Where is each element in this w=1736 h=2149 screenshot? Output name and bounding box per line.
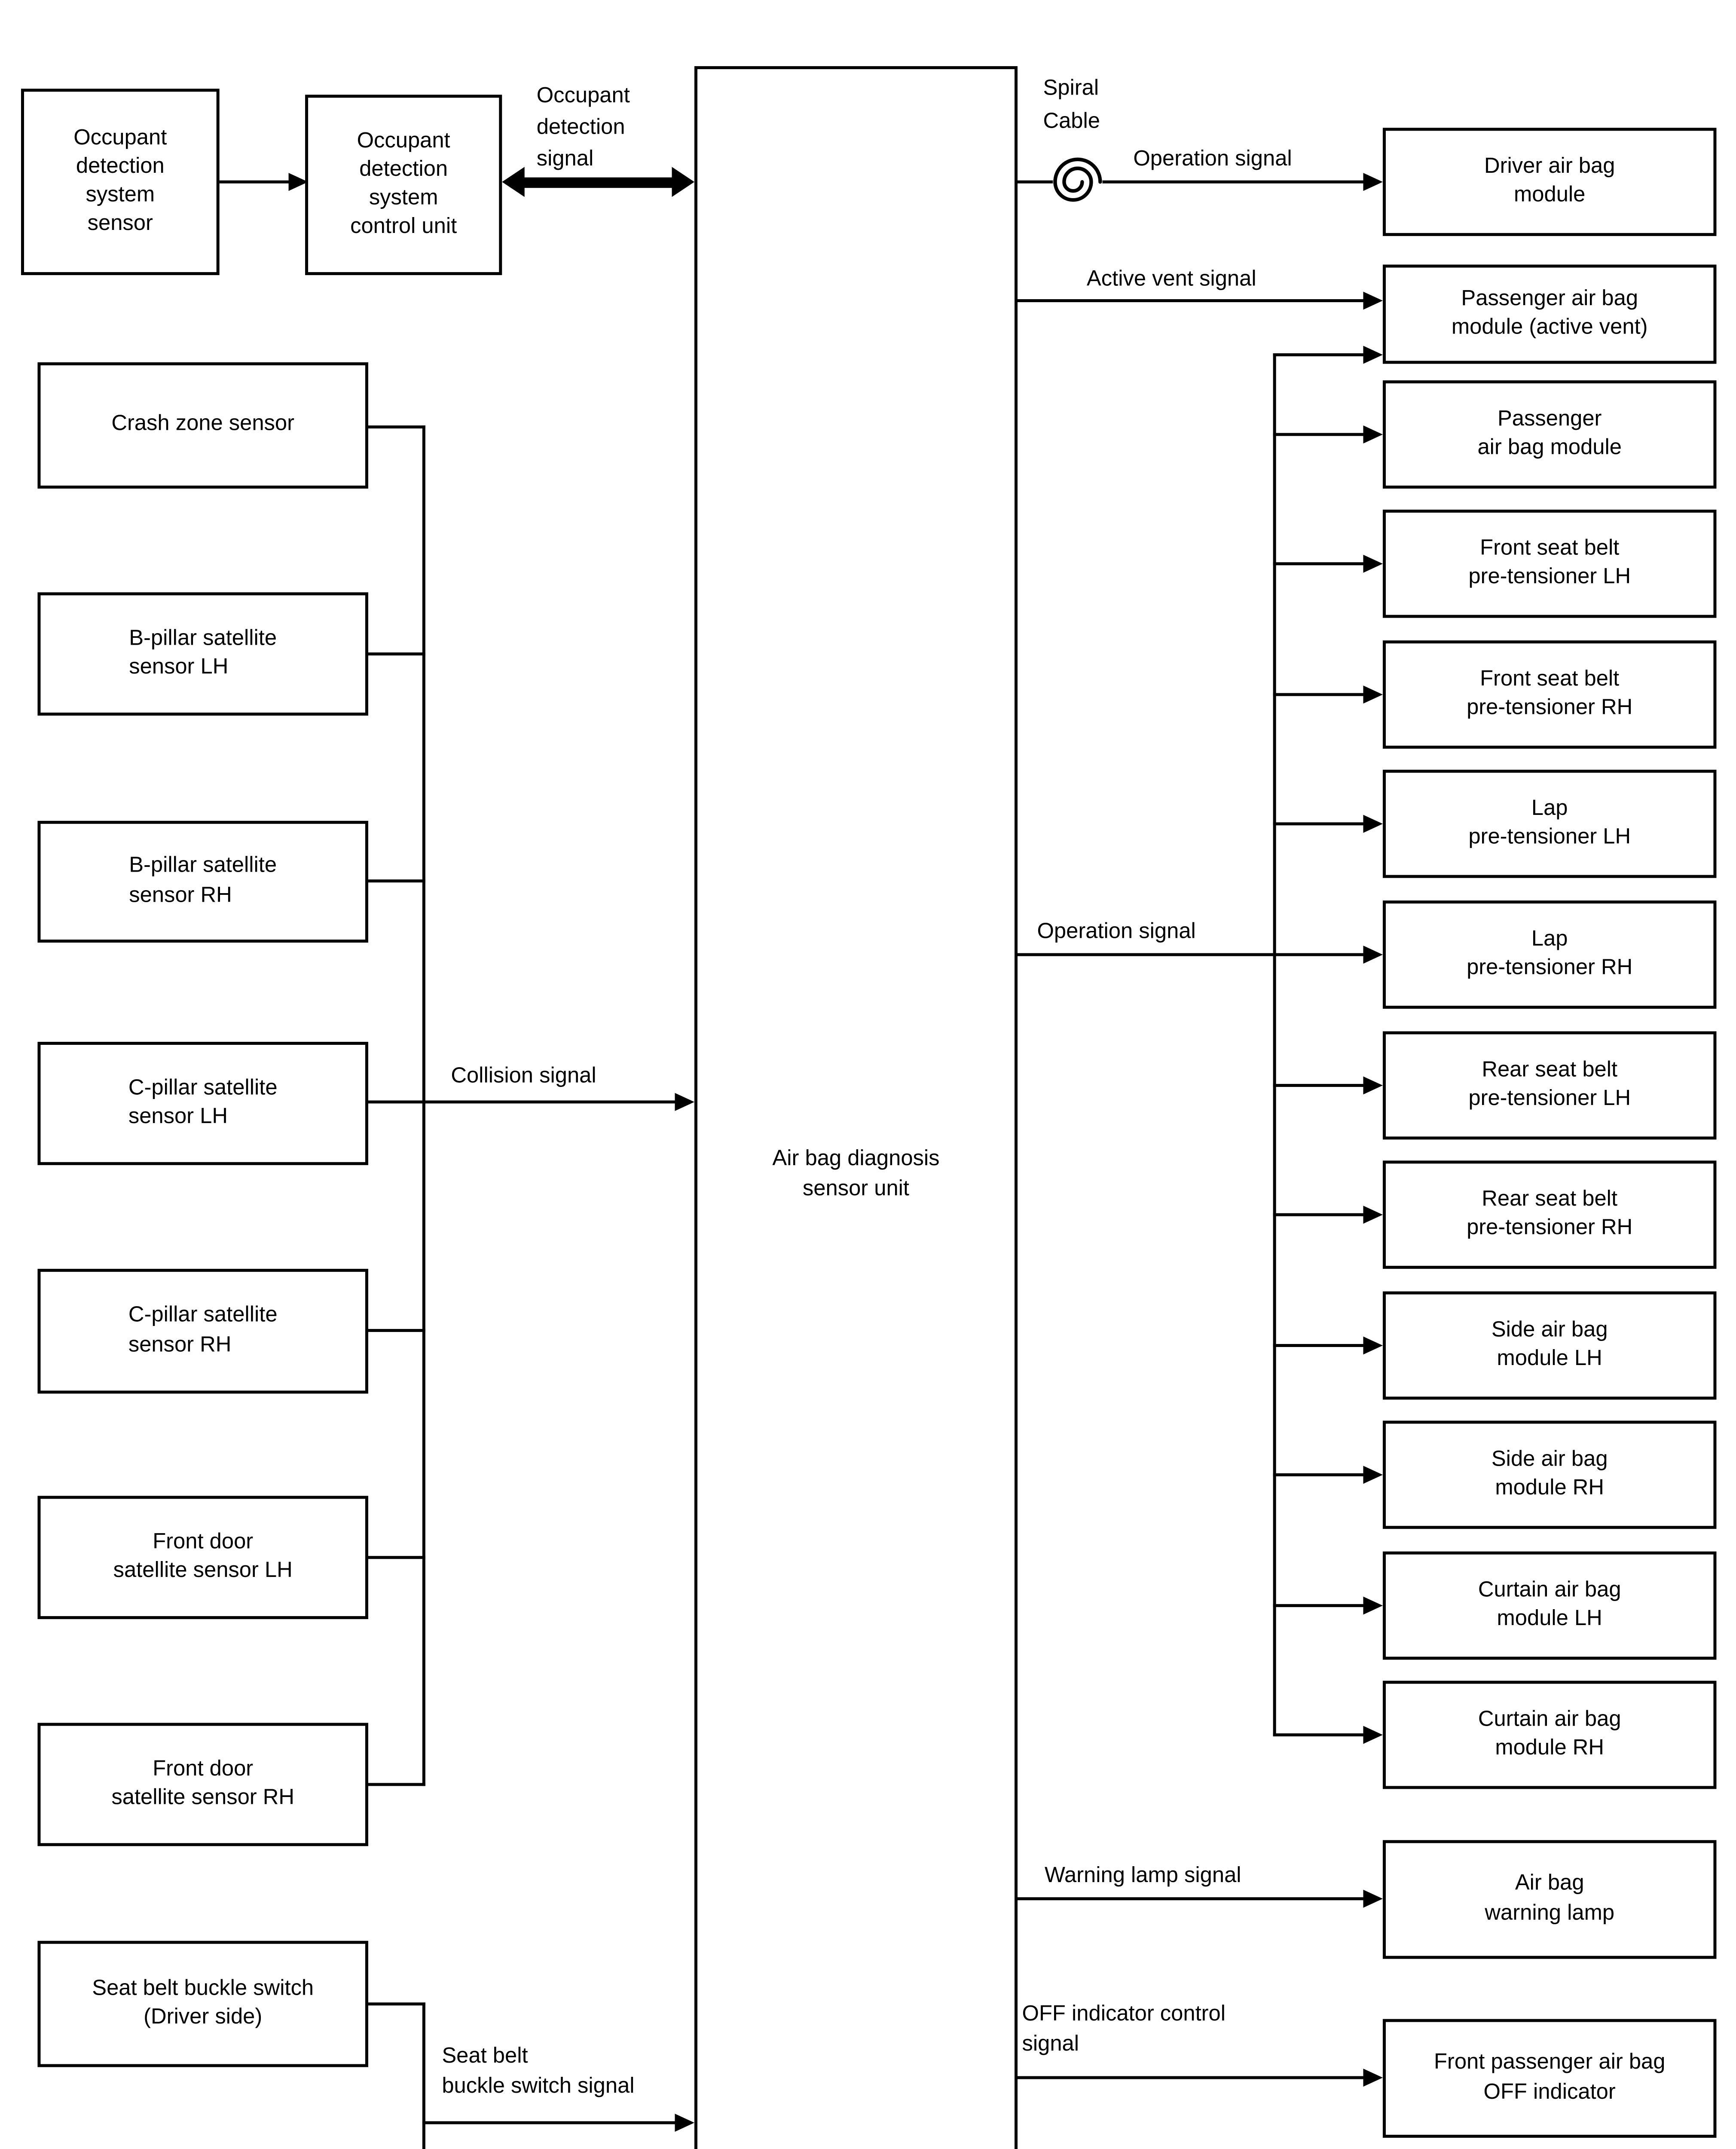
line-off-indicator-control-signal bbox=[1018, 2076, 1363, 2079]
stub-crash-zone bbox=[368, 425, 425, 429]
stub-curtain-airbag-lh bbox=[1273, 1604, 1363, 1607]
box-passenger-air-bag-module: Passenger air bag module bbox=[1382, 380, 1717, 489]
line-collision-signal-left bbox=[368, 1100, 677, 1104]
arrowhead-curtain-airbag-lh bbox=[1363, 1596, 1383, 1615]
arrowhead-active-vent-signal bbox=[1363, 291, 1383, 310]
box-lap-pre-tensioner-lh: Lap pre-tensioner LH bbox=[1382, 769, 1717, 878]
box-front-passenger-air-bag-off-indicator: Front passenger air bag OFF indicator bbox=[1382, 2019, 1717, 2138]
arrowhead-side-airbag-lh bbox=[1363, 1336, 1383, 1355]
box-b-pillar-satellite-sensor-lh: B-pillar satellite sensor LH bbox=[37, 592, 368, 716]
label-operation-signal-top: Operation signal bbox=[1133, 147, 1292, 171]
arrowhead-passenger-airbag bbox=[1363, 425, 1383, 444]
box-side-air-bag-module-rh: Side air bag module RH bbox=[1382, 1420, 1717, 1529]
box-front-seat-belt-pre-tensioner-rh: Front seat belt pre-tensioner RH bbox=[1382, 640, 1717, 749]
line-operation-bus bbox=[1273, 353, 1276, 1736]
arrowhead-rear-pretensioner-rh bbox=[1363, 1206, 1383, 1224]
box-rear-seat-belt-pre-tensioner-rh: Rear seat belt pre-tensioner RH bbox=[1382, 1160, 1717, 1269]
stub-lap-pretensioner-lh bbox=[1273, 822, 1363, 826]
stub-front-door-rh bbox=[368, 1783, 425, 1786]
label-active-vent-signal: Active vent signal bbox=[1086, 267, 1256, 292]
arrowhead-occupant-signal-left bbox=[502, 167, 525, 197]
stub-rear-pretensioner-rh bbox=[1273, 1213, 1363, 1216]
box-seat-belt-buckle-switch-driver: Seat belt buckle switch (Driver side) bbox=[37, 1941, 368, 2067]
line-operation-signal-main bbox=[1018, 953, 1363, 956]
stub-side-airbag-lh bbox=[1273, 1344, 1363, 1347]
box-side-air-bag-module-lh: Side air bag module LH bbox=[1382, 1291, 1717, 1400]
stub-b-pillar-rh bbox=[368, 879, 425, 883]
arrowhead-operation-signal-top bbox=[1363, 173, 1383, 191]
stub-front-pretensioner-rh bbox=[1273, 693, 1363, 696]
box-c-pillar-satellite-sensor-lh: C-pillar satellite sensor LH bbox=[37, 1041, 368, 1165]
box-front-door-satellite-sensor-lh: Front door satellite sensor LH bbox=[37, 1496, 368, 1619]
stub-side-airbag-rh bbox=[1273, 1473, 1363, 1476]
box-front-seat-belt-pre-tensioner-lh: Front seat belt pre-tensioner LH bbox=[1382, 509, 1717, 618]
stub-rear-pretensioner-lh bbox=[1273, 1084, 1363, 1087]
stub-passenger-airbag-vent bbox=[1273, 353, 1363, 356]
arrowhead-front-pretensioner-lh bbox=[1363, 554, 1383, 573]
box-lap-pre-tensioner-rh: Lap pre-tensioner RH bbox=[1382, 900, 1717, 1009]
box-b-pillar-satellite-sensor-rh: B-pillar satellite sensor RH bbox=[37, 820, 368, 943]
arrowhead-off-indicator-control-signal bbox=[1363, 2068, 1383, 2087]
stub-b-pillar-lh bbox=[368, 652, 425, 656]
stub-front-door-lh bbox=[368, 1556, 425, 1559]
line-occupant-detection-signal bbox=[521, 176, 674, 187]
arrowhead-rear-pretensioner-lh bbox=[1363, 1076, 1383, 1095]
line-active-vent-signal bbox=[1018, 299, 1363, 303]
stub-front-pretensioner-lh bbox=[1273, 562, 1363, 566]
box-occupant-detection-system-control-unit: Occupant detection system control unit bbox=[305, 95, 502, 276]
box-driver-air-bag-module: Driver air bag module bbox=[1382, 128, 1717, 236]
arrowhead-operation-lap-rh bbox=[1363, 946, 1383, 964]
arrowhead-side-airbag-rh bbox=[1363, 1466, 1383, 1484]
arrowhead-sensor-to-control bbox=[288, 173, 309, 191]
box-front-door-satellite-sensor-rh: Front door satellite sensor RH bbox=[37, 1723, 368, 1846]
spiral-cable-icon bbox=[1053, 157, 1103, 207]
line-seat-belt-buckle-signal bbox=[422, 2121, 677, 2125]
label-occupant-detection-signal: Occupant detection signal bbox=[536, 84, 630, 171]
arrowhead-warning-lamp-signal bbox=[1363, 1889, 1383, 1908]
arrowhead-seat-belt-buckle-signal bbox=[675, 2113, 694, 2132]
box-c-pillar-satellite-sensor-rh: C-pillar satellite sensor RH bbox=[37, 1269, 368, 1394]
line-left-sensor-bus bbox=[422, 425, 425, 1786]
box-occupant-detection-system-sensor: Occupant detection system sensor bbox=[21, 89, 220, 276]
label-operation-signal-main: Operation signal bbox=[1037, 920, 1196, 944]
box-passenger-air-bag-module-active-vent: Passenger air bag module (active vent) bbox=[1382, 264, 1717, 364]
box-crash-zone-sensor: Crash zone sensor bbox=[37, 362, 368, 489]
label-collision-signal-left: Collision signal bbox=[451, 1064, 596, 1089]
stub-c-pillar-rh bbox=[368, 1329, 425, 1332]
arrowhead-lap-pretensioner-lh bbox=[1363, 814, 1383, 833]
label-warning-lamp-signal: Warning lamp signal bbox=[1044, 1864, 1241, 1889]
label-seat-belt-buckle-signal: Seat belt buckle switch signal bbox=[442, 2045, 635, 2099]
box-rear-seat-belt-pre-tensioner-lh: Rear seat belt pre-tensioner LH bbox=[1382, 1031, 1717, 1140]
box-air-bag-diagnosis-sensor-unit: Air bag diagnosis sensor unit bbox=[694, 66, 1018, 2149]
box-air-bag-warning-lamp: Air bag warning lamp bbox=[1382, 1840, 1717, 1959]
arrowhead-collision-signal-left bbox=[675, 1093, 694, 1111]
arrowhead-curtain-airbag-rh bbox=[1363, 1726, 1383, 1744]
arrowhead-occupant-signal-right bbox=[672, 167, 694, 197]
line-sensor-to-control bbox=[219, 180, 290, 184]
box-curtain-air-bag-module-lh: Curtain air bag module LH bbox=[1382, 1551, 1717, 1660]
label-spiral-cable: Spiral Cable bbox=[1043, 77, 1100, 134]
arrowhead-passenger-airbag-vent bbox=[1363, 346, 1383, 364]
line-operation-signal-top bbox=[1018, 180, 1363, 184]
line-seat-belt-bus bbox=[422, 2002, 425, 2149]
stub-curtain-airbag-rh bbox=[1273, 1733, 1363, 1736]
stub-seat-belt-driver bbox=[368, 2002, 425, 2006]
box-curtain-air-bag-module-rh: Curtain air bag module RH bbox=[1382, 1681, 1717, 1789]
arrowhead-front-pretensioner-rh bbox=[1363, 685, 1383, 704]
line-warning-lamp-signal bbox=[1018, 1897, 1363, 1901]
label-off-indicator-control-signal: OFF indicator control signal bbox=[1022, 2002, 1226, 2057]
stub-passenger-airbag bbox=[1273, 433, 1363, 436]
